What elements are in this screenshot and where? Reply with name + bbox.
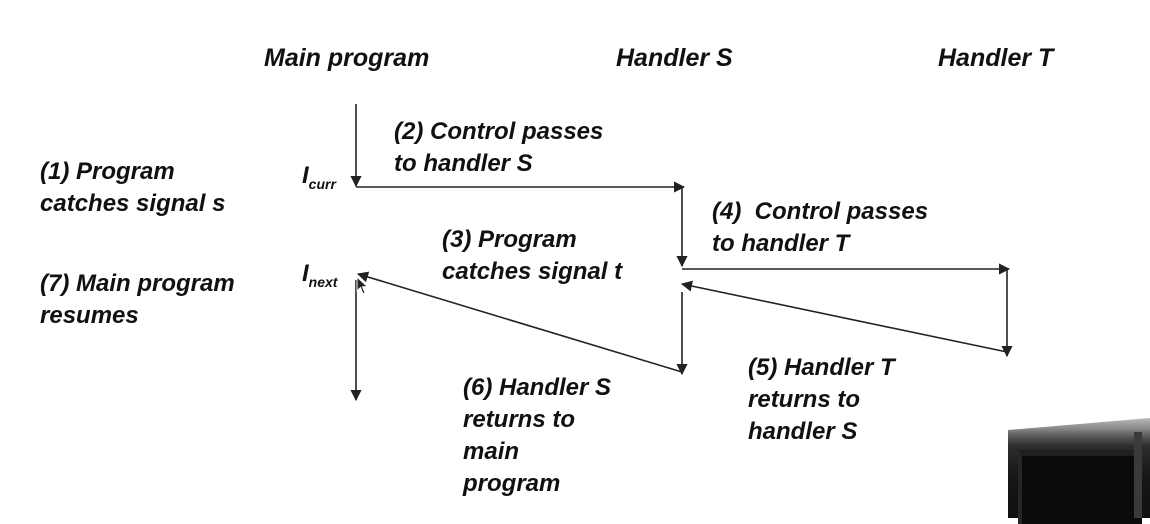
video-overlay-bar	[1134, 432, 1142, 518]
icurr-base: I	[302, 162, 309, 189]
step2-line1: (2) Control passes	[394, 118, 604, 145]
mouse-pointer-icon	[356, 276, 369, 295]
return-to-handler-s-arrow	[680, 280, 1008, 353]
inext-base: I	[302, 260, 309, 287]
step1-line1: (1) Program	[40, 158, 175, 185]
inext-label: Inext	[302, 260, 337, 296]
step4-label: (4) Control passes to handler T	[712, 196, 928, 260]
step6-label: (6) Handler S returns to main program	[463, 372, 611, 500]
step5-line3: handler S	[748, 418, 858, 445]
main-program-heading: Main program	[264, 44, 430, 72]
step2-label: (2) Control passes to handler S	[394, 116, 603, 180]
return-to-main-arrow	[356, 271, 683, 373]
step7-label: (7) Main program resumes	[40, 268, 235, 332]
step6-line2: returns to	[463, 406, 576, 433]
icurr-label: Icurr	[302, 162, 336, 198]
step6-line4: program	[463, 470, 561, 497]
step6-line1: (6) Handler S	[463, 374, 612, 401]
step3-label: (3) Program catches signal t	[442, 224, 622, 288]
step4-line2: to handler T	[712, 230, 850, 257]
step3-line2: catches signal t	[442, 258, 623, 285]
icurr-sub: curr	[308, 176, 336, 192]
step6-line3: main	[463, 438, 520, 465]
step4-line1: (4) Control passes	[712, 198, 929, 225]
handler-t-heading: Handler T	[938, 44, 1054, 72]
video-overlay-frame	[1018, 450, 1142, 524]
step5-line1: (5) Handler T	[748, 354, 895, 381]
step7-line2: resumes	[40, 302, 139, 329]
step2-line2: to handler S	[394, 150, 533, 177]
step5-label: (5) Handler T returns to handler S	[748, 352, 895, 448]
step5-line2: returns to	[748, 386, 861, 413]
inext-sub: next	[308, 274, 338, 290]
step1-label: (1) Program catches signal s	[40, 156, 225, 220]
step7-line1: (7) Main program	[40, 270, 235, 297]
step3-line1: (3) Program	[442, 226, 577, 253]
step1-line2: catches signal s	[40, 190, 226, 217]
handler-s-heading: Handler S	[616, 44, 733, 72]
